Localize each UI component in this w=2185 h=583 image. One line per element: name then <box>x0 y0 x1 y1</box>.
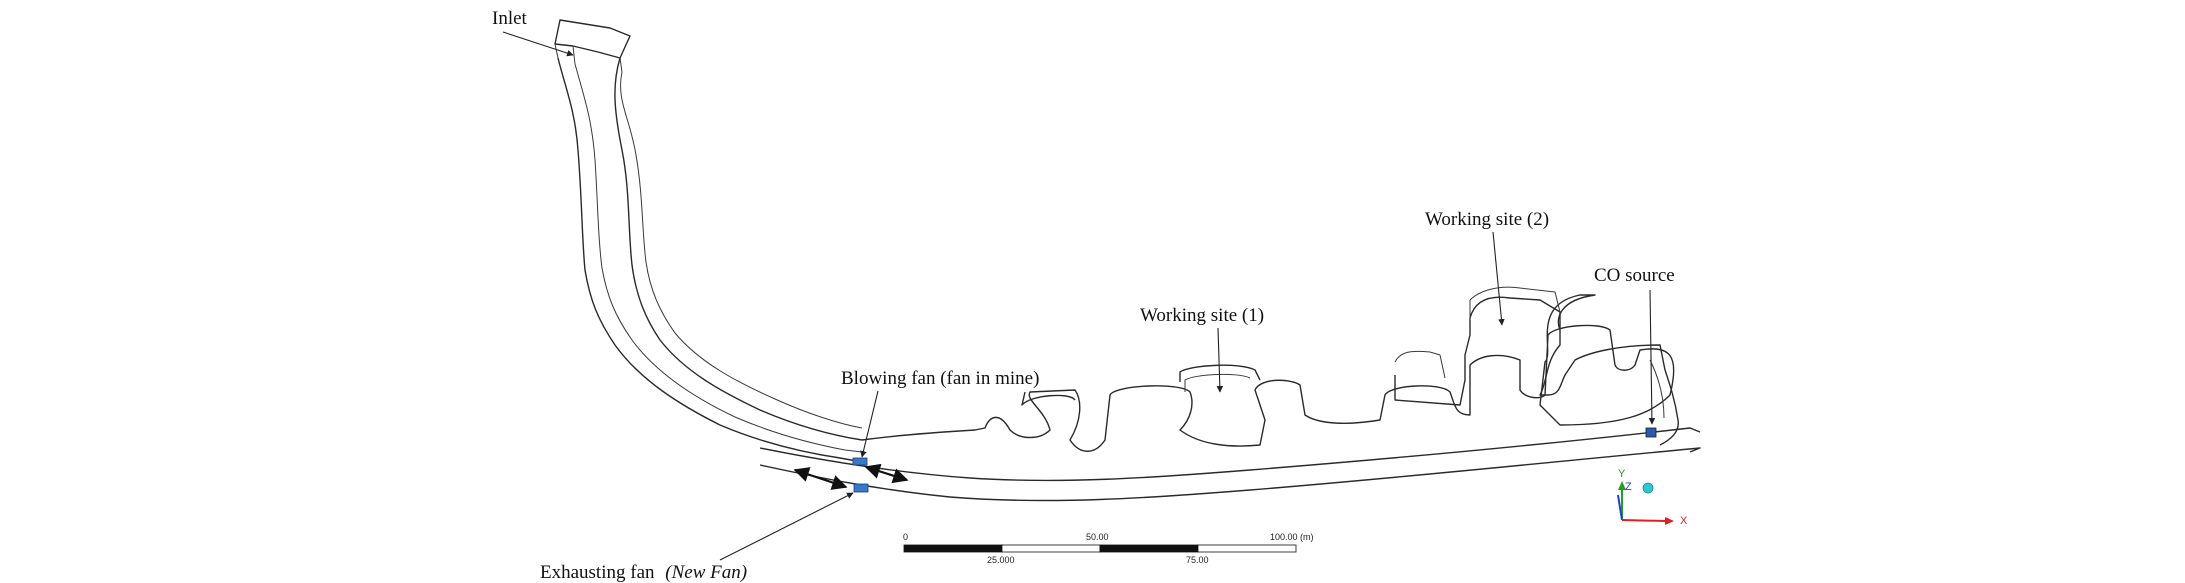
label-exhausting-fan-prefix: Exhausting fan <box>540 562 655 583</box>
scale-tick-100: 100.00 (m) <box>1270 532 1314 542</box>
label-working-site-2: Working site (2) <box>1425 209 1549 230</box>
scale-tick-50: 50.00 <box>1086 532 1109 542</box>
axis-y-label: Y <box>1618 468 1626 480</box>
scale-seg-3 <box>1099 544 1199 553</box>
label-inlet: Inlet <box>492 8 528 29</box>
working-site-2-chamber <box>1394 296 1666 406</box>
axis-z-label: Z <box>1625 481 1632 493</box>
axis-y-arrowhead <box>1618 481 1626 490</box>
lower-gallery-bottom <box>759 447 1701 502</box>
scale-tick-0: 0 <box>903 532 908 542</box>
scale-seg-1 <box>903 544 1003 553</box>
scale-tick-25: 25.000 <box>987 555 1015 565</box>
main-drift-outer-wall <box>557 57 863 463</box>
working-site-1-branch <box>1179 364 1261 382</box>
leader-working-site-2 <box>1492 231 1505 326</box>
leader-blowing-fan <box>860 390 879 458</box>
gallery-right-end <box>1659 369 1679 446</box>
branch-near-blowing-fan <box>1021 391 1076 406</box>
leader-inlet <box>502 31 574 57</box>
label-working-site-1: Working site (1) <box>1140 305 1264 326</box>
scale-seg-2 <box>1001 544 1101 553</box>
main-drift-inner-wall <box>614 57 863 441</box>
exhausting-fan-block <box>853 483 869 493</box>
blowing-fan-block <box>852 457 868 466</box>
label-blowing-fan: Blowing fan (fan in mine) <box>841 368 1039 389</box>
label-exhausting-fan: Exhausting fan (New Fan) <box>540 562 747 583</box>
label-co-source: CO source <box>1594 265 1675 286</box>
axis-x-line <box>1621 519 1666 522</box>
scale-tick-75: 75.00 <box>1186 555 1209 565</box>
axis-triad: X Y Z <box>1617 468 1688 527</box>
label-exhausting-fan-name: (New Fan) <box>665 562 747 583</box>
co-source-block <box>1645 427 1657 438</box>
axis-x-arrowhead <box>1665 517 1674 525</box>
leader-exhausting-fan <box>719 492 854 561</box>
inlet-shaft-top <box>554 19 631 59</box>
tunnel-network <box>554 19 1701 502</box>
axis-x-label: X <box>1680 515 1688 527</box>
exhausting-fan-flow-arrow <box>793 467 848 490</box>
axis-z-line <box>1617 494 1623 521</box>
leader-working-site-1 <box>1216 327 1224 393</box>
leader-co-source <box>1648 289 1656 425</box>
axis-view-sphere <box>1642 482 1654 494</box>
scale-bar: 0 50.00 100.00 (m) 25.000 75.00 <box>903 532 1314 565</box>
blowing-fan-flow-arrow <box>864 463 909 484</box>
scale-seg-4 <box>1197 544 1297 553</box>
